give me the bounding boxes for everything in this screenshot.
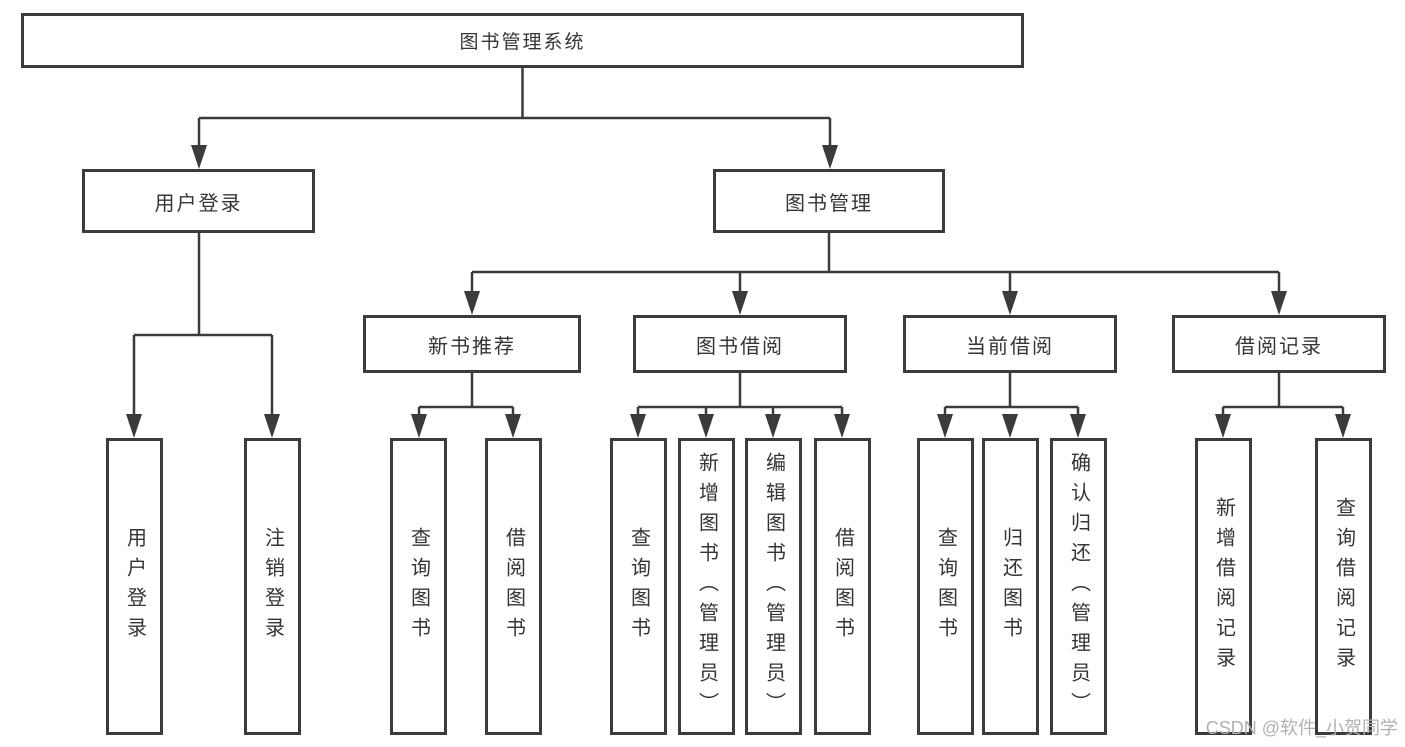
node-borrow-records: 借阅记录 (1172, 315, 1386, 373)
leaf-borrow-edit-label: 编辑图书（管理员） (762, 451, 785, 722)
leaf-logout: 注销登录 (244, 438, 301, 735)
leaf-logout-label: 注销登录 (261, 526, 284, 647)
node-current-borrow-label: 当前借阅 (966, 335, 1054, 358)
leaf-newbooks-borrow: 借阅图书 (485, 438, 542, 735)
csdn-watermark: CSDN @软件_小贺同学 (1205, 718, 1398, 738)
leaf-newbooks-borrow-label: 借阅图书 (502, 526, 525, 647)
node-root: 图书管理系统 (21, 13, 1024, 68)
leaf-records-add: 新增借阅记录 (1195, 438, 1252, 735)
leaf-records-add-label: 新增借阅记录 (1212, 496, 1235, 677)
node-book-borrow: 图书借阅 (633, 315, 847, 373)
leaf-current-return-label: 归还图书 (999, 526, 1022, 647)
arrowhead-icons (126, 145, 1351, 438)
leaf-current-query-label: 查询图书 (934, 526, 957, 647)
leaf-newbooks-query-label: 查询图书 (407, 526, 430, 647)
node-book-management: 图书管理 (713, 169, 945, 233)
node-current-borrow: 当前借阅 (903, 315, 1117, 373)
leaf-records-query-label: 查询借阅记录 (1332, 496, 1355, 677)
leaf-current-return: 归还图书 (982, 438, 1039, 735)
node-book-borrow-label: 图书借阅 (696, 335, 784, 358)
leaf-current-query: 查询图书 (917, 438, 974, 735)
leaf-user-login-label: 用户登录 (123, 526, 146, 647)
leaf-newbooks-query: 查询图书 (390, 438, 447, 735)
leaf-current-confirm-label: 确认归还（管理员） (1067, 451, 1090, 722)
node-book-management-label: 图书管理 (785, 192, 873, 215)
leaf-borrow-add-label: 新增图书（管理员） (695, 451, 718, 722)
leaf-current-confirm: 确认归还（管理员） (1050, 438, 1107, 735)
leaf-borrow-query-label: 查询图书 (627, 526, 650, 647)
leaf-borrow-borrow: 借阅图书 (814, 438, 871, 735)
node-root-label: 图书管理系统 (459, 32, 586, 53)
node-new-books-label: 新书推荐 (428, 335, 516, 358)
leaf-borrow-borrow-label: 借阅图书 (831, 526, 854, 647)
leaf-user-login: 用户登录 (106, 438, 163, 735)
leaf-records-query: 查询借阅记录 (1315, 438, 1372, 735)
leaf-borrow-add: 新增图书（管理员） (678, 438, 735, 735)
node-user-login: 用户登录 (82, 169, 315, 233)
node-new-books: 新书推荐 (363, 315, 581, 373)
node-user-login-label: 用户登录 (154, 192, 243, 215)
leaf-borrow-query: 查询图书 (610, 438, 667, 735)
leaf-borrow-edit: 编辑图书（管理员） (745, 438, 802, 735)
node-borrow-records-label: 借阅记录 (1235, 335, 1323, 358)
